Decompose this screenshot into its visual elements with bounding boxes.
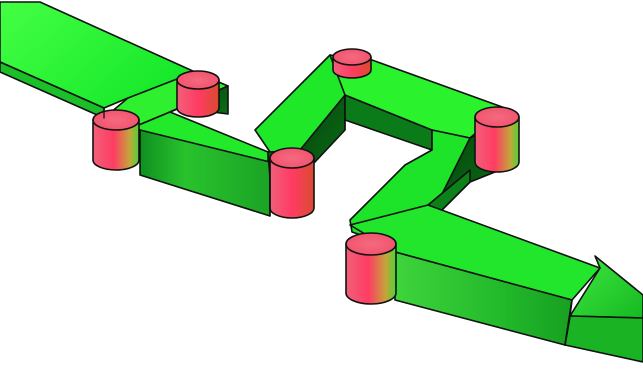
node-cylinder bbox=[346, 233, 396, 304]
node-cylinder bbox=[270, 148, 314, 218]
node-cylinder bbox=[177, 71, 219, 117]
node-cylinder bbox=[333, 49, 371, 78]
node-cylinder bbox=[475, 107, 519, 172]
node-cylinder bbox=[93, 110, 139, 170]
